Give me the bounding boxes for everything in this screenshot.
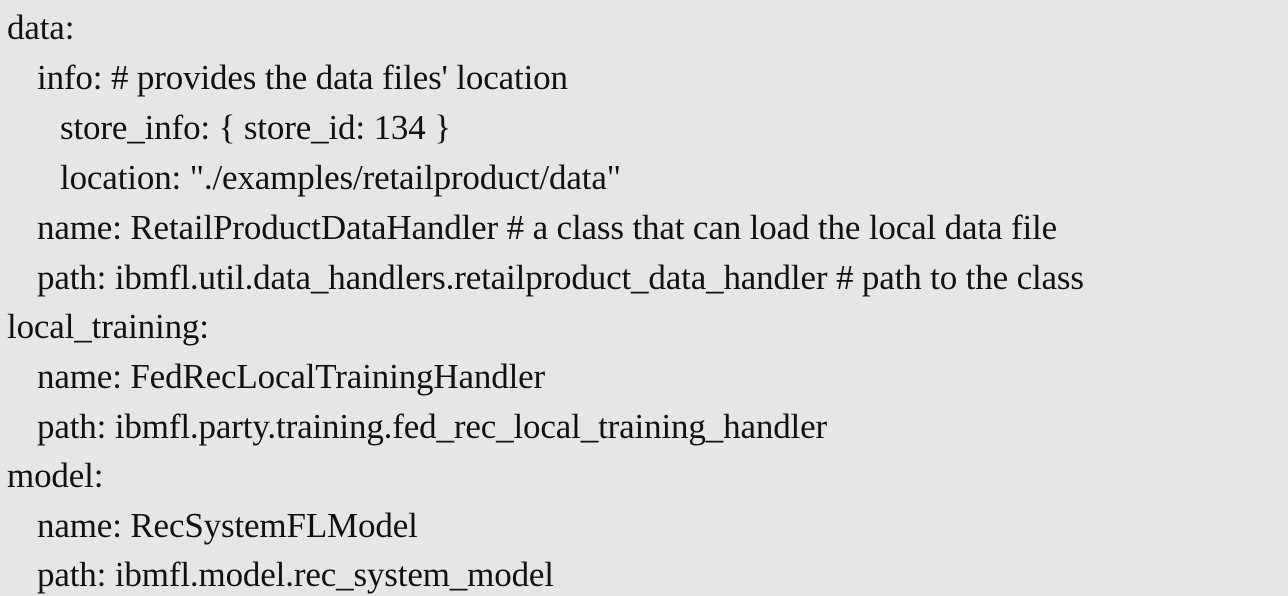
code-line-data-handler-path: path: ibmfl.util.data_handlers.retailpro… — [37, 258, 1084, 297]
code-line-model-path: path: ibmfl.model.rec_system_model — [37, 555, 554, 594]
code-line-location: location: "./examples/retailproduct/data… — [60, 158, 621, 197]
code-line-training-handler-name: name: FedRecLocalTrainingHandler — [37, 357, 546, 396]
code-line-local-training-key: local_training: — [7, 307, 209, 346]
code-line-model-name: name: RecSystemFLModel — [37, 506, 418, 545]
code-line-data-handler-name: name: RetailProductDataHandler # a class… — [37, 208, 1058, 247]
code-line-model-key: model: — [7, 456, 104, 495]
code-line-data-key: data: — [7, 8, 75, 47]
code-line-store-info: store_info: { store_id: 134 } — [60, 108, 451, 147]
code-line-info-key: info: # provides the data files' locatio… — [37, 58, 568, 97]
code-line-training-handler-path: path: ibmfl.party.training.fed_rec_local… — [37, 407, 828, 446]
